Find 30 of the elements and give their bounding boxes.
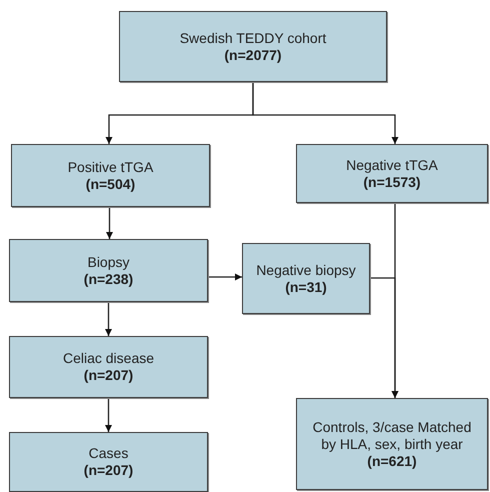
process-box [9, 239, 208, 302]
process-box [9, 336, 208, 398]
count-text: (n=1573) [363, 174, 421, 190]
count-text: (n=207) [84, 367, 134, 384]
box-title: Celiac disease [62, 350, 154, 367]
count-text: (n=207) [84, 462, 134, 479]
arrow [105, 302, 112, 336]
count-text: (n=504) [86, 176, 136, 192]
process-box [11, 144, 210, 207]
arrow [392, 203, 398, 398]
arrow [105, 398, 112, 432]
process-box [296, 398, 488, 490]
box-title: Controls, 3/case Matched by HLA, sex, birth year [312, 418, 472, 452]
count-text: (n=31) [285, 278, 327, 296]
box-title: Negative tTGA [346, 156, 438, 174]
process-box [242, 243, 370, 314]
count-text: (n=621) [367, 452, 417, 470]
box-title: Swedish TEDDY cohort [180, 30, 326, 46]
box-title: Positive tTGA [68, 158, 154, 176]
count-text: (n=2077) [224, 46, 282, 64]
box-title: Biopsy [87, 254, 130, 270]
process-box [119, 11, 387, 82]
arrow [252, 82, 398, 144]
box-title: Cases [88, 445, 128, 462]
count-text: (n=238) [84, 270, 134, 288]
box-title: Negative biopsy [256, 262, 356, 278]
arrow [208, 274, 242, 280]
process-box [9, 432, 208, 492]
process-box [296, 144, 488, 203]
arrow [106, 207, 113, 239]
